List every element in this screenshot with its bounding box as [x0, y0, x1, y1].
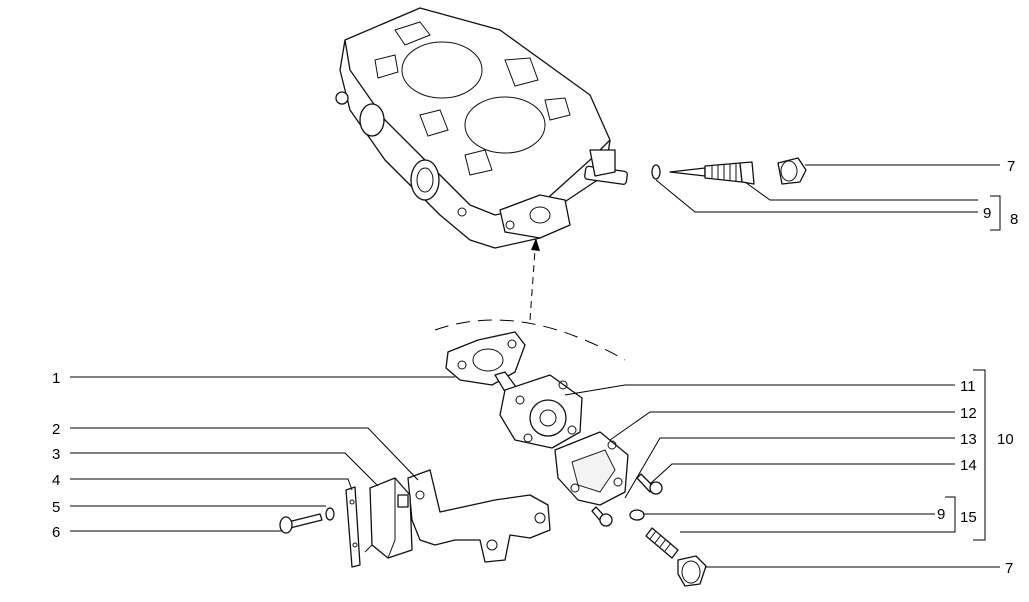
callout-12: 12 — [960, 405, 977, 422]
pump-housing — [494, 371, 583, 449]
callout-11: 11 — [960, 378, 976, 395]
arrow-head — [531, 238, 540, 251]
needle-tip — [669, 167, 706, 177]
callout-10: 10 — [997, 431, 1014, 448]
callout-15: 15 — [960, 509, 977, 526]
callout-3: 3 — [52, 446, 60, 463]
callout-9-top: 9 — [983, 205, 991, 222]
pump-cover — [554, 431, 629, 506]
callout-2: 2 — [52, 421, 60, 438]
cap-nut — [777, 157, 807, 185]
callout-14: 14 — [960, 457, 977, 474]
leader-lines — [70, 164, 1001, 568]
callout-13: 13 — [960, 431, 977, 448]
screw — [279, 513, 323, 534]
bracket — [407, 469, 551, 563]
callout-4: 4 — [52, 472, 60, 489]
callout-8: 8 — [1010, 211, 1018, 228]
callout-9-bottom: 9 — [937, 506, 945, 523]
idle-adjust-screw-group — [651, 157, 807, 185]
gasket — [445, 331, 526, 386]
lower-adjust-group — [629, 509, 707, 587]
callout-6: 6 — [52, 524, 60, 541]
washer — [325, 507, 335, 521]
dashed-arc — [434, 319, 626, 361]
assembly-arrow — [529, 249, 536, 321]
micro-switch — [364, 477, 413, 559]
callout-7-top: 7 — [1007, 158, 1015, 175]
callout-7-bottom: 7 — [1005, 560, 1013, 577]
mounting-plate — [345, 486, 361, 568]
cover-screws — [591, 473, 663, 527]
callout-1: 1 — [52, 370, 60, 387]
o-ring — [651, 164, 661, 180]
callout-5: 5 — [52, 499, 60, 516]
carburetor-body — [335, 7, 628, 249]
